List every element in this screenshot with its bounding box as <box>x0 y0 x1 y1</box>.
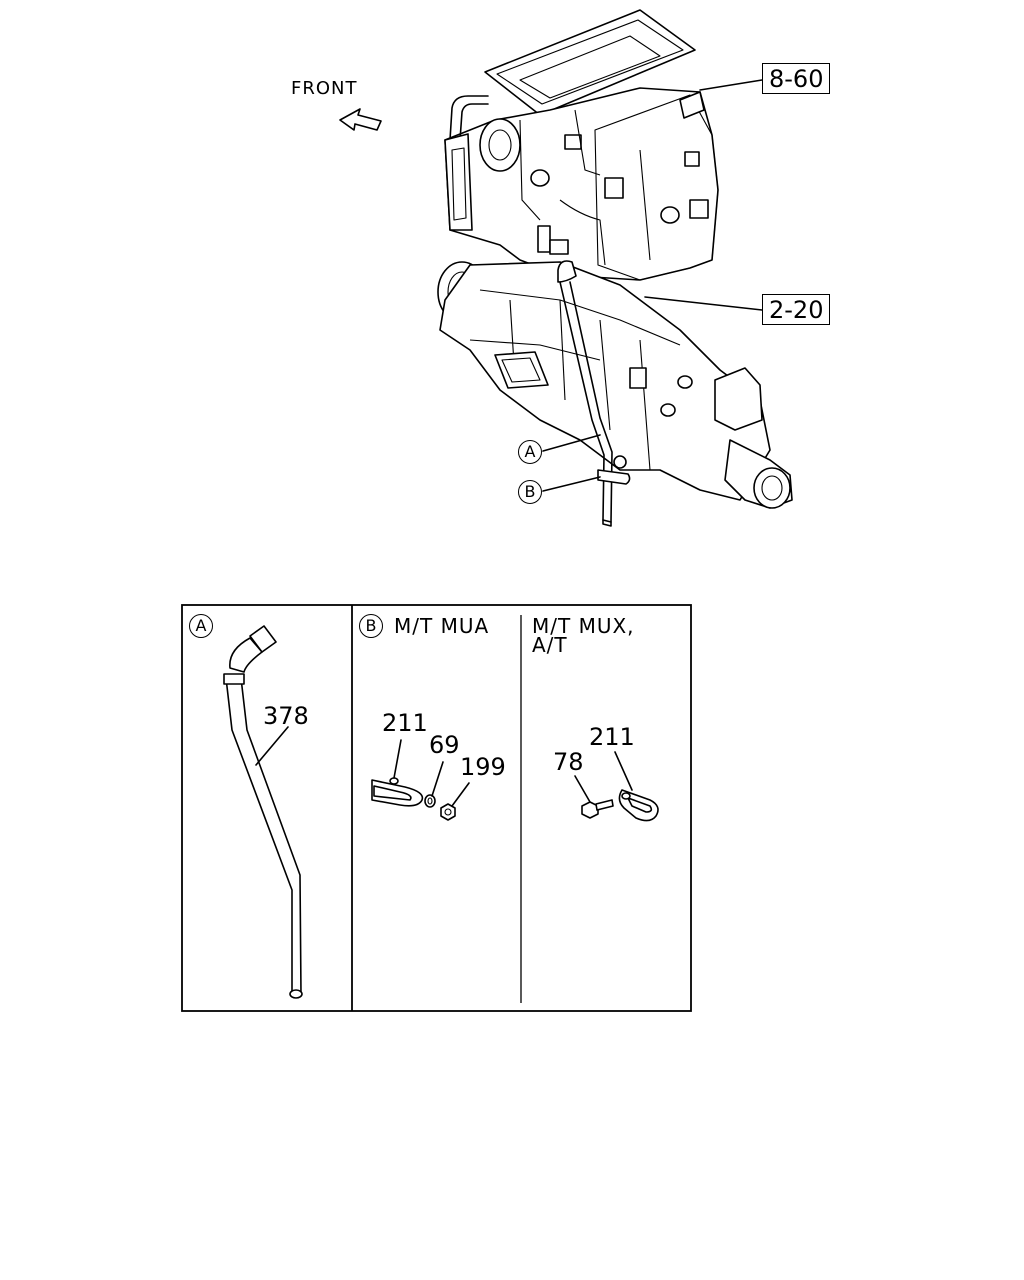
ref-transmission[interactable]: 2-20 <box>762 294 831 325</box>
tube-378-drawing <box>223 625 303 999</box>
mux-at-hardware-drawing <box>574 751 659 822</box>
part-label-211-mua[interactable]: 211 <box>382 709 428 737</box>
part-label-199[interactable]: 199 <box>460 753 506 781</box>
front-label: FRONT <box>291 78 358 99</box>
part-label-211-mux[interactable]: 211 <box>589 723 635 751</box>
detail-b-mux-heading-line2: A/T <box>532 633 568 657</box>
detail-b-marker: B <box>359 614 383 638</box>
transmission-drawing <box>437 261 793 509</box>
callout-a: A <box>518 440 542 464</box>
detail-b-mux-heading-line1: M/T MUX, <box>532 614 635 638</box>
detail-a-marker: A <box>189 614 213 638</box>
part-label-378[interactable]: 378 <box>263 702 309 730</box>
breather-tube-drawing <box>557 260 631 527</box>
callout-b: B <box>518 480 542 504</box>
detail-frame <box>181 604 692 1012</box>
ref-heater-unit[interactable]: 8-60 <box>762 63 831 94</box>
part-label-78[interactable]: 78 <box>553 748 584 776</box>
detail-b-mua-heading: M/T MUA <box>394 614 490 638</box>
front-arrow-icon <box>339 108 382 131</box>
mua-hardware-drawing <box>371 739 470 821</box>
leader-lines <box>542 79 763 492</box>
part-label-69[interactable]: 69 <box>429 731 460 759</box>
heater-unit-drawing <box>444 9 719 281</box>
